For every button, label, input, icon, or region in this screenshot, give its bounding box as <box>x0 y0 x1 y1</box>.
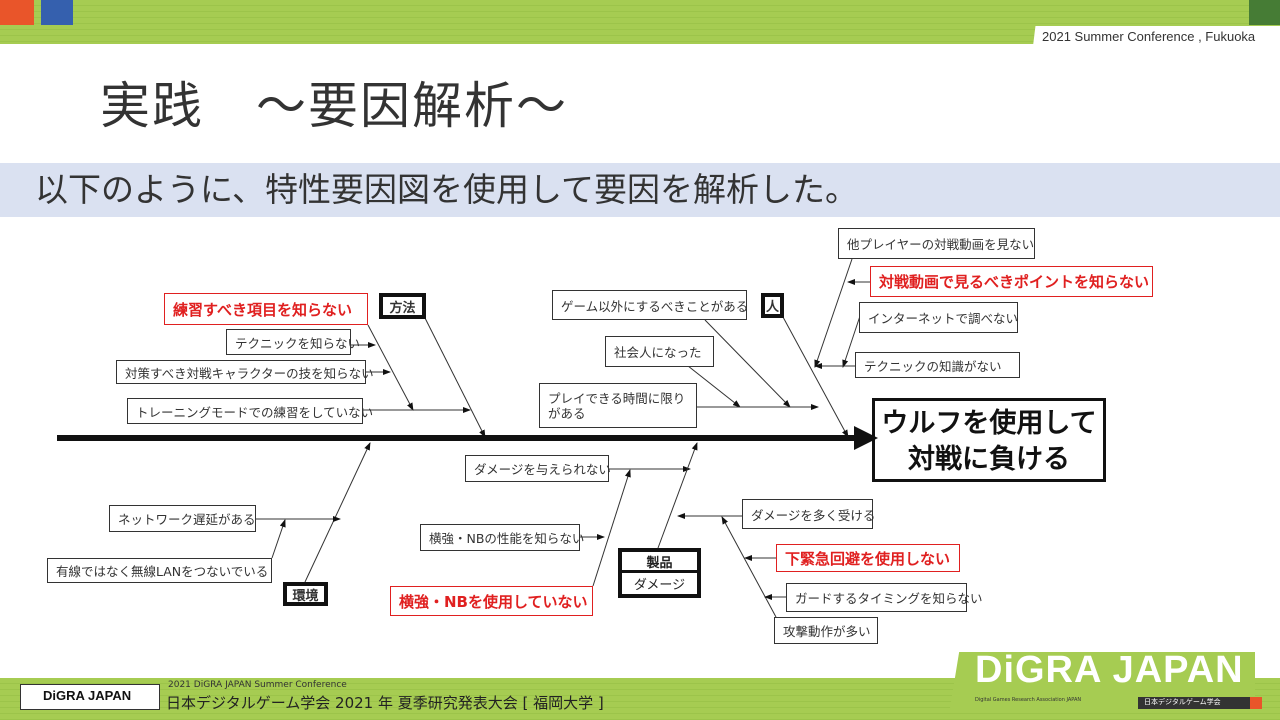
cause-wireless: 有線ではなく無線LANをつないでいる <box>47 558 272 583</box>
cause-key-nb-unused: 横強・NBを使用していない <box>390 586 593 616</box>
digra-logo-jp: 日本デジタルゲーム学会 <box>1138 697 1250 709</box>
footer-conf-jp: 日本デジタルゲーム学会 2021 年 夏季研究発表大会 [ 福岡大学 ] <box>166 694 604 712</box>
cause-no-videos: 他プレイヤーの対戦動画を見ない <box>838 228 1035 259</box>
cause-guard-timing: ガードするタイミングを知らない <box>786 583 983 612</box>
product-bone <box>657 442 698 549</box>
effect-box: ウルフを使用して 対戦に負ける <box>872 398 1106 482</box>
sub-bone <box>704 319 791 408</box>
category-environment: 環境 <box>283 582 328 606</box>
orange-block <box>0 0 34 25</box>
cause-key-video-points: 対戦動画で見るべきポイントを知らない <box>870 266 1153 297</box>
digra-logo: DiGRA JAPAN <box>975 649 1244 691</box>
cause-nb-performance: 横強・NBの性能を知らない <box>420 524 584 551</box>
cause-working-adult: 社会人になった <box>605 336 714 367</box>
conference-label: 2021 Summer Conference , Fukuoka <box>1033 26 1280 46</box>
cause-take-damage: ダメージを多く受ける <box>742 499 875 529</box>
category-method: 方法 <box>379 293 426 319</box>
digra-logo-sub: Digital Games Research Association JAPAN <box>975 697 1082 703</box>
person-bone <box>782 316 849 438</box>
cause-no-damage: ダメージを与えられない <box>465 455 611 482</box>
category-product-sub: ダメージ <box>633 578 686 593</box>
sub-bone <box>682 361 741 408</box>
cause-training-mode: トレーニングモードでの練習をしていない <box>127 398 373 424</box>
cause-network-delay: ネットワーク遅延がある <box>109 505 256 532</box>
sub-bone <box>814 258 853 368</box>
logo-orange-block <box>1250 697 1262 709</box>
sub-bone <box>592 469 631 587</box>
cause-no-internet: インターネットで調べない <box>859 302 1018 333</box>
cause-key-dodge: 下緊急回避を使用しない <box>776 544 960 572</box>
cause-technique: テクニックを知らない <box>226 329 360 355</box>
subtitle-band <box>0 163 1280 217</box>
sub-bone <box>367 324 414 411</box>
environment-bone <box>304 442 371 583</box>
method-bone <box>424 317 486 438</box>
sub-bone <box>842 309 863 368</box>
cause-counter-moves: 対策すべき対戦キャラクターの技を知らない <box>116 360 374 384</box>
cause-no-tech-knowledge: テクニックの知識がない <box>855 352 1020 378</box>
category-product: 製品 ダメージ <box>618 548 701 598</box>
slide-title: 実践 ～要因解析～ <box>100 77 568 135</box>
slide-subtitle: 以下のように、特性要因図を使用して要因を解析した。 <box>35 170 859 209</box>
footer-conf-en: 2021 DiGRA JAPAN Summer Conference <box>168 680 347 690</box>
category-person: 人 <box>761 293 784 318</box>
green-block <box>1249 0 1280 25</box>
cause-many-attacks: 攻撃動作が多い <box>774 617 878 644</box>
sub-bone <box>721 516 777 618</box>
category-product-label: 製品 <box>622 552 697 573</box>
cause-other-things: ゲーム以外にするべきことがある <box>552 290 748 320</box>
digra-small-logo: DiGRA JAPAN <box>20 684 160 710</box>
blue-block <box>41 0 73 25</box>
cause-key-practice: 練習すべき項目を知らない <box>164 293 368 325</box>
sub-bone <box>271 519 286 559</box>
cause-limited-time: プレイできる時間に限りがある <box>539 383 697 428</box>
